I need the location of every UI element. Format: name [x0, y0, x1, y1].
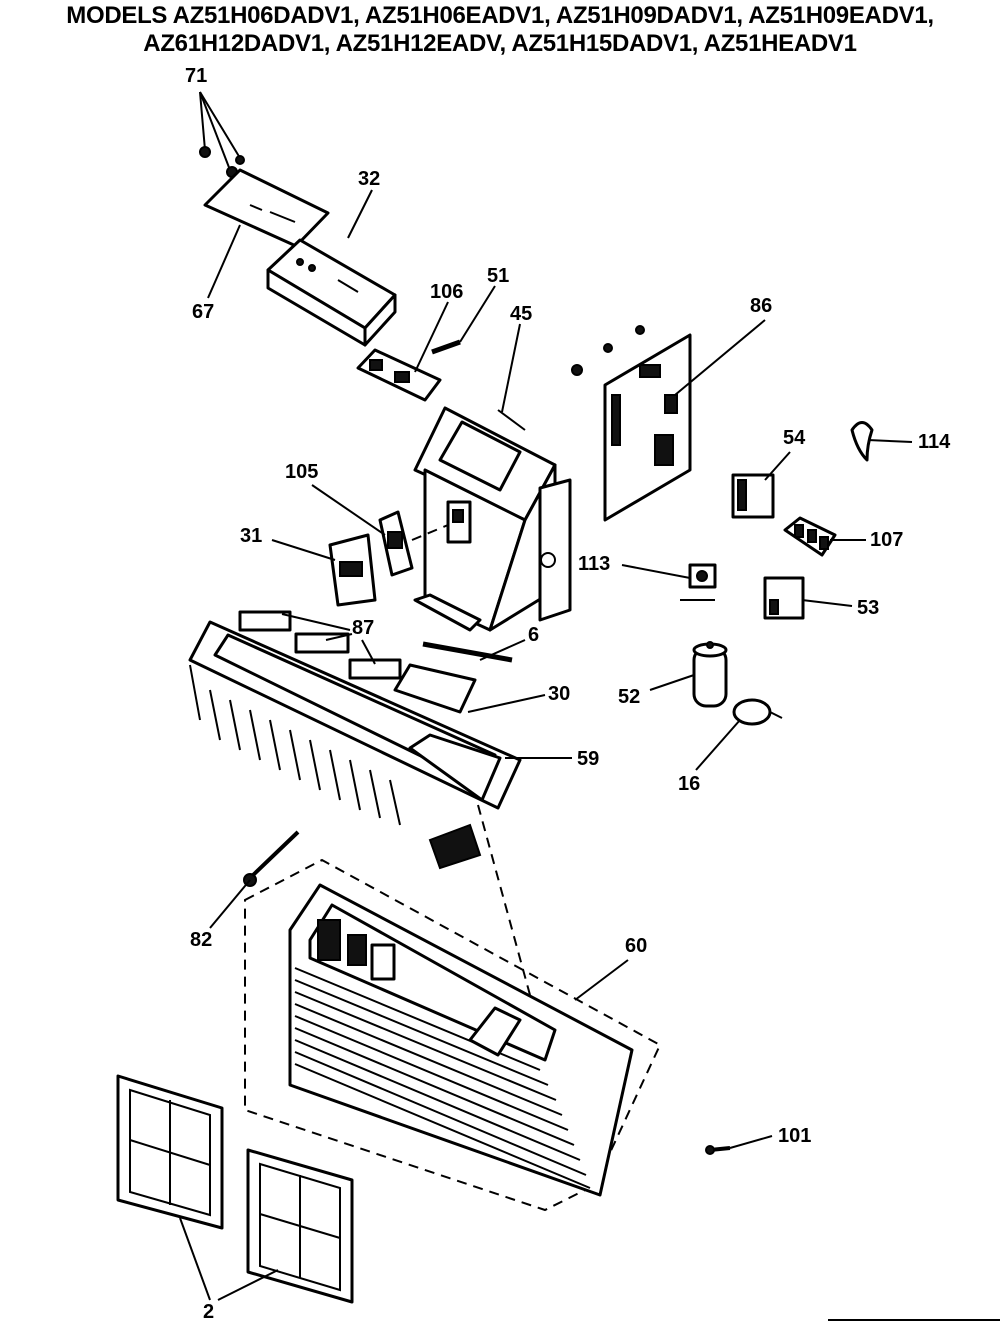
- models-title-line-1: MODELS AZ51H06DADV1, AZ51H06EADV1, AZ51H…: [66, 2, 934, 29]
- callout-82: 82: [190, 929, 212, 951]
- part-16-strap: [732, 698, 783, 726]
- callout-113: 113: [578, 553, 610, 575]
- part-86-circuit-board: [571, 325, 692, 522]
- part-32-control-cover: [266, 238, 397, 347]
- callout-87: 87: [352, 617, 374, 639]
- callout-31: 31: [240, 525, 262, 547]
- part-30-panel: [393, 663, 477, 714]
- part-2-filters: [116, 1074, 354, 1304]
- callout-60: 60: [625, 935, 647, 957]
- part-45-control-box: [413, 406, 572, 632]
- callout-52: 52: [618, 686, 640, 708]
- callout-67: 67: [192, 301, 214, 323]
- callout-106: 106: [430, 281, 463, 303]
- callout-51: 51: [487, 265, 509, 287]
- callout-30: 30: [548, 683, 570, 705]
- callout-32: 32: [358, 168, 380, 190]
- callouts: 71 32 67 106 51 45 86 114 54 105 31 107 …: [179, 65, 951, 1323]
- part-60-front-grille: [244, 858, 662, 1212]
- callout-107: 107: [870, 529, 903, 551]
- part-31-bracket: [328, 533, 377, 607]
- part-59-control-frame: [188, 620, 557, 1091]
- part-105-switch: [378, 510, 449, 577]
- callout-59: 59: [577, 748, 599, 770]
- callout-71: 71: [185, 65, 207, 87]
- part-6-rod: [422, 641, 513, 663]
- part-52-capacitor: [692, 641, 728, 708]
- callout-86: 86: [750, 295, 772, 317]
- callout-105: 105: [285, 461, 318, 483]
- callout-114: 114: [918, 431, 951, 453]
- part-113-capacitor-bracket: [680, 563, 717, 601]
- callout-53: 53: [857, 597, 879, 619]
- part-51-strip: [431, 339, 461, 355]
- callout-45: 45: [510, 303, 532, 325]
- part-114-clip: [850, 421, 874, 462]
- part-54-relay: [731, 473, 775, 519]
- part-101-screw: [705, 1145, 731, 1155]
- part-71-screws: [199, 91, 245, 178]
- models-title-line-2: AZ61H12DADV1, AZ51H12EADV, AZ51H15DADV1,…: [143, 30, 857, 57]
- part-67-control-plate: [203, 168, 330, 248]
- callout-16: 16: [678, 773, 700, 795]
- part-87-labels: [238, 610, 402, 680]
- callout-54: 54: [783, 427, 806, 449]
- callout-6: 6: [528, 624, 539, 646]
- part-53-relay: [763, 576, 805, 620]
- part-106-relay-board: [356, 348, 442, 402]
- part-82-screw: [243, 830, 300, 887]
- callout-2: 2: [203, 1301, 214, 1323]
- part-107-terminal-block: [783, 516, 837, 557]
- callout-101: 101: [778, 1125, 811, 1147]
